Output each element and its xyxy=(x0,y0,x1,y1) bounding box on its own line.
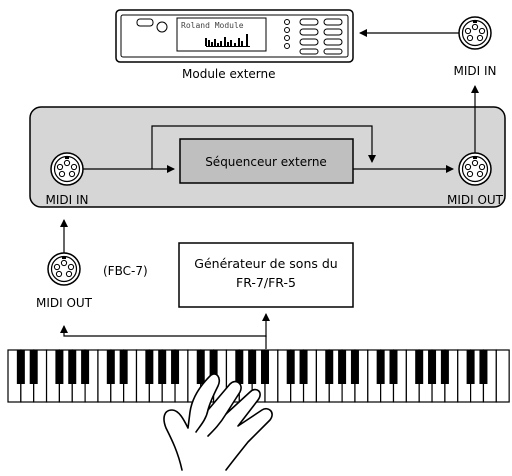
black-key xyxy=(338,350,347,384)
black-key xyxy=(415,350,424,384)
black-key xyxy=(350,350,359,384)
black-key xyxy=(325,350,334,384)
black-key xyxy=(286,350,295,384)
keyboard xyxy=(7,349,510,403)
black-key xyxy=(479,350,488,384)
black-key xyxy=(440,350,449,384)
module-led-column xyxy=(284,19,290,49)
sound-generator-line2: FR-7/FR-5 xyxy=(236,275,296,290)
black-key xyxy=(68,350,77,384)
black-key xyxy=(171,350,180,384)
module-knob xyxy=(156,21,168,33)
black-key xyxy=(106,350,115,384)
keyboard-midi-out-label: MIDI OUT xyxy=(36,296,93,310)
black-key xyxy=(145,350,154,384)
black-key xyxy=(29,350,38,384)
black-key xyxy=(209,350,218,384)
white-key xyxy=(495,349,510,403)
black-key xyxy=(428,350,437,384)
black-key xyxy=(196,350,205,384)
sound-generator-box xyxy=(178,242,354,308)
route-keyboard-to-midi-out xyxy=(60,325,267,349)
black-key xyxy=(466,350,475,384)
black-key xyxy=(389,350,398,384)
black-key xyxy=(158,350,167,384)
black-key xyxy=(248,350,257,384)
keyboard-midi-out-jack-icon xyxy=(47,252,81,286)
black-key xyxy=(55,350,64,384)
sound-generator-line1: Générateur de sons du xyxy=(194,256,337,271)
black-key xyxy=(119,350,128,384)
module-lcd-bars xyxy=(205,34,250,47)
black-key xyxy=(16,350,25,384)
module-midi-in-label: MIDI IN xyxy=(453,64,496,78)
sequencer-midi-in-jack-icon xyxy=(50,152,84,186)
external-module: Roland Module xyxy=(115,9,354,63)
module-lcd-text: Roland Module xyxy=(181,21,244,30)
sequencer-midi-out-label: MIDI OUT xyxy=(447,193,504,207)
black-key xyxy=(376,350,385,384)
black-key xyxy=(235,350,244,384)
black-key xyxy=(81,350,90,384)
sequencer-midi-out-jack-icon xyxy=(458,152,492,186)
sequencer-box xyxy=(179,138,354,184)
module-midi-in-jack-icon xyxy=(458,16,492,50)
hand-icon xyxy=(163,373,273,471)
module-knob-slot xyxy=(136,18,154,27)
sequencer-midi-in-label: MIDI IN xyxy=(45,193,88,207)
module-label: Module externe xyxy=(182,67,276,81)
sequencer-label: Séquenceur externe xyxy=(205,155,327,169)
fbc-label: (FBC-7) xyxy=(103,264,148,278)
black-key xyxy=(261,350,269,384)
module-buttons xyxy=(299,18,343,55)
black-key xyxy=(299,350,308,384)
route-thru-bypass xyxy=(151,125,376,169)
